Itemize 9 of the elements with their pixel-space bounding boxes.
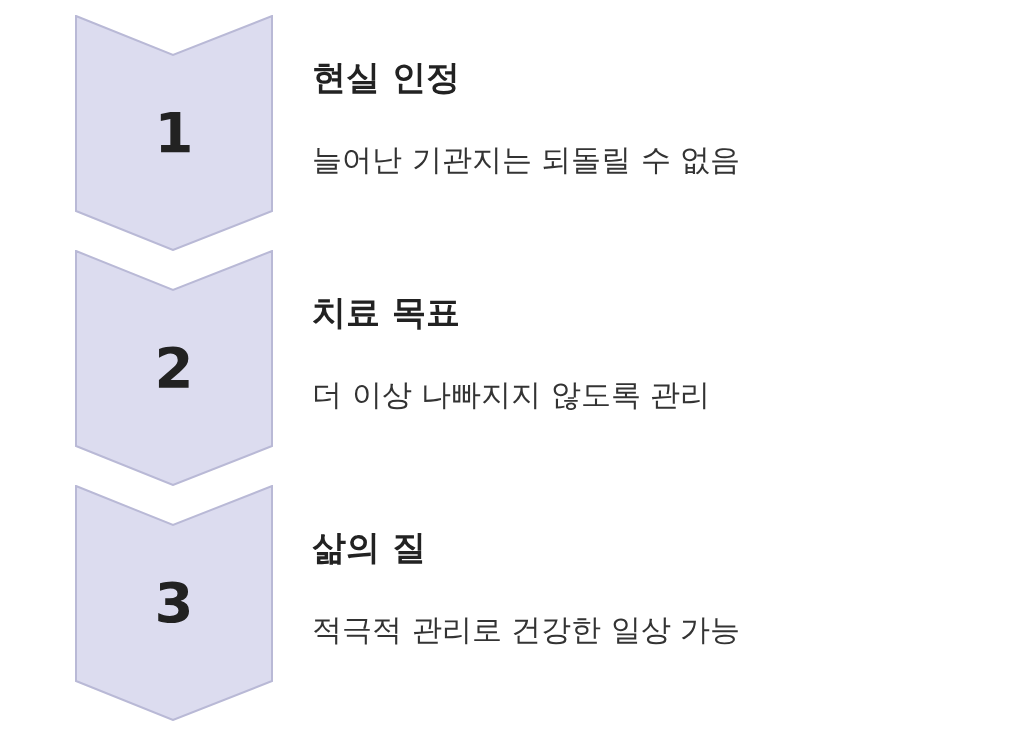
step-description: 적극적 관리로 건강한 일상 가능 (312, 611, 741, 649)
step-heading: 삶의 질 (312, 526, 426, 569)
step-description: 더 이상 나빠지지 않도록 관리 (312, 376, 711, 414)
step-heading: 치료 목표 (312, 291, 460, 334)
step-number: 1 (153, 103, 195, 163)
step-heading: 현실 인정 (312, 56, 460, 99)
step-description: 늘어난 기관지는 되돌릴 수 없음 (312, 141, 741, 179)
step-number: 2 (153, 338, 195, 398)
step-number: 3 (153, 573, 195, 633)
